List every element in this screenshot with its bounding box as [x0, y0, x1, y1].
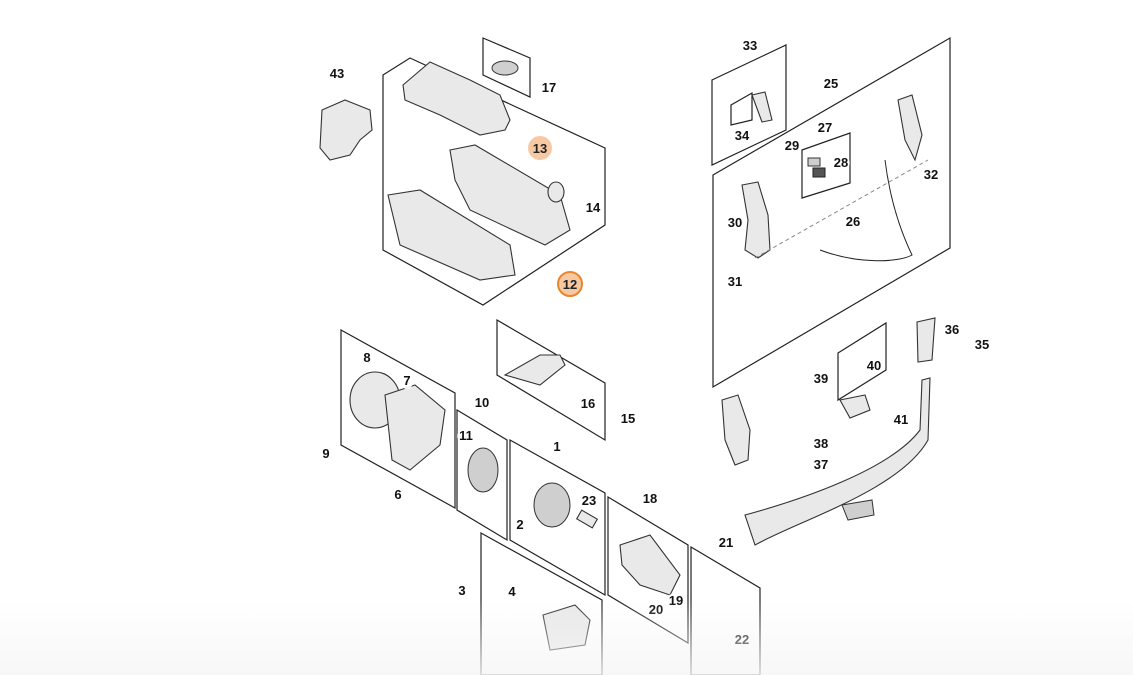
handle-lower — [721, 394, 751, 466]
callout-3[interactable]: 3 — [456, 583, 468, 599]
group-frame-27 — [801, 132, 851, 199]
callout-12-highlighted[interactable]: 12 — [557, 271, 583, 297]
callout-8[interactable]: 8 — [361, 350, 373, 366]
group-frame-6 — [340, 328, 456, 510]
group-frame-21 — [690, 545, 761, 675]
callout-18[interactable]: 18 — [640, 491, 660, 507]
filter-15 — [503, 354, 566, 386]
group-frame-33 — [711, 44, 787, 166]
callout-14[interactable]: 14 — [583, 200, 603, 216]
grip-36 — [916, 317, 936, 363]
fan-10 — [467, 447, 499, 493]
callout-12-label: 12 — [562, 276, 578, 292]
callout-7[interactable]: 7 — [401, 373, 413, 389]
group-frame-17 — [482, 37, 531, 98]
callout-10[interactable]: 10 — [472, 395, 492, 411]
group-frame-15 — [496, 318, 606, 442]
callout-17[interactable]: 17 — [539, 80, 559, 96]
callout-13-label: 13 — [532, 140, 548, 156]
callout-2[interactable]: 2 — [514, 517, 526, 533]
cable-26 — [819, 159, 913, 262]
callout-9[interactable]: 9 — [320, 446, 332, 462]
callout-37[interactable]: 37 — [811, 457, 831, 473]
callout-31[interactable]: 31 — [725, 274, 745, 290]
callout-19[interactable]: 19 — [666, 593, 686, 609]
group-frame-25 — [712, 36, 951, 389]
callout-27[interactable]: 27 — [815, 120, 835, 136]
group-frame-3 — [480, 531, 603, 675]
callout-33[interactable]: 33 — [740, 38, 760, 54]
callout-11[interactable]: 11 — [457, 428, 475, 444]
callout-38[interactable]: 38 — [811, 436, 831, 452]
callout-40[interactable]: 40 — [864, 358, 884, 374]
callout-13-highlighted[interactable]: 13 — [528, 136, 552, 160]
handle-front — [897, 94, 923, 162]
tube-35 — [744, 377, 931, 546]
callout-41[interactable]: 41 — [891, 412, 911, 428]
lower-housing-12-inner — [449, 144, 571, 246]
callout-20[interactable]: 20 — [646, 602, 666, 618]
volute-7 — [384, 384, 446, 471]
group-frame-1 — [509, 438, 606, 597]
gear-housing-18 — [619, 534, 681, 596]
callout-36[interactable]: 36 — [942, 322, 962, 338]
callout-34[interactable]: 34 — [732, 128, 752, 144]
callout-4[interactable]: 4 — [506, 584, 518, 600]
switch-27 — [807, 157, 821, 167]
handle-33 — [751, 91, 773, 123]
group-frame-34 — [730, 91, 753, 126]
callout-29[interactable]: 29 — [782, 138, 802, 154]
callout-26[interactable]: 26 — [843, 214, 863, 230]
callout-39[interactable]: 39 — [811, 371, 831, 387]
motor-1 — [533, 482, 571, 528]
lower-housing-12-shell — [387, 189, 516, 281]
callout-23[interactable]: 23 — [579, 493, 599, 509]
callout-28[interactable]: 28 — [831, 155, 851, 171]
callout-15[interactable]: 15 — [618, 411, 638, 427]
callout-32[interactable]: 32 — [921, 167, 941, 183]
clamp-41 — [839, 394, 871, 419]
group-frame-12 — [382, 57, 606, 306]
handle-rear — [741, 181, 771, 259]
callout-22[interactable]: 22 — [732, 632, 752, 648]
callout-1[interactable]: 1 — [551, 439, 563, 455]
callout-25[interactable]: 25 — [821, 76, 841, 92]
callout-21[interactable]: 21 — [716, 535, 736, 551]
callout-16[interactable]: 16 — [578, 396, 598, 412]
upper-housing-13 — [402, 61, 511, 136]
foot-41 — [841, 499, 875, 521]
battery-cover-43 — [319, 99, 373, 161]
assembly-line-25 — [754, 159, 929, 259]
group-frame-10 — [456, 408, 508, 542]
electronics-4 — [542, 604, 591, 651]
callout-6[interactable]: 6 — [392, 487, 404, 503]
gasket-14 — [547, 181, 565, 203]
switch-28 — [812, 167, 826, 178]
cap-17 — [491, 60, 519, 76]
callout-35[interactable]: 35 — [972, 337, 992, 353]
callout-30[interactable]: 30 — [725, 215, 745, 231]
group-frame-39 — [837, 321, 887, 402]
callout-43[interactable]: 43 — [327, 66, 347, 82]
bushing-23 — [575, 509, 599, 529]
